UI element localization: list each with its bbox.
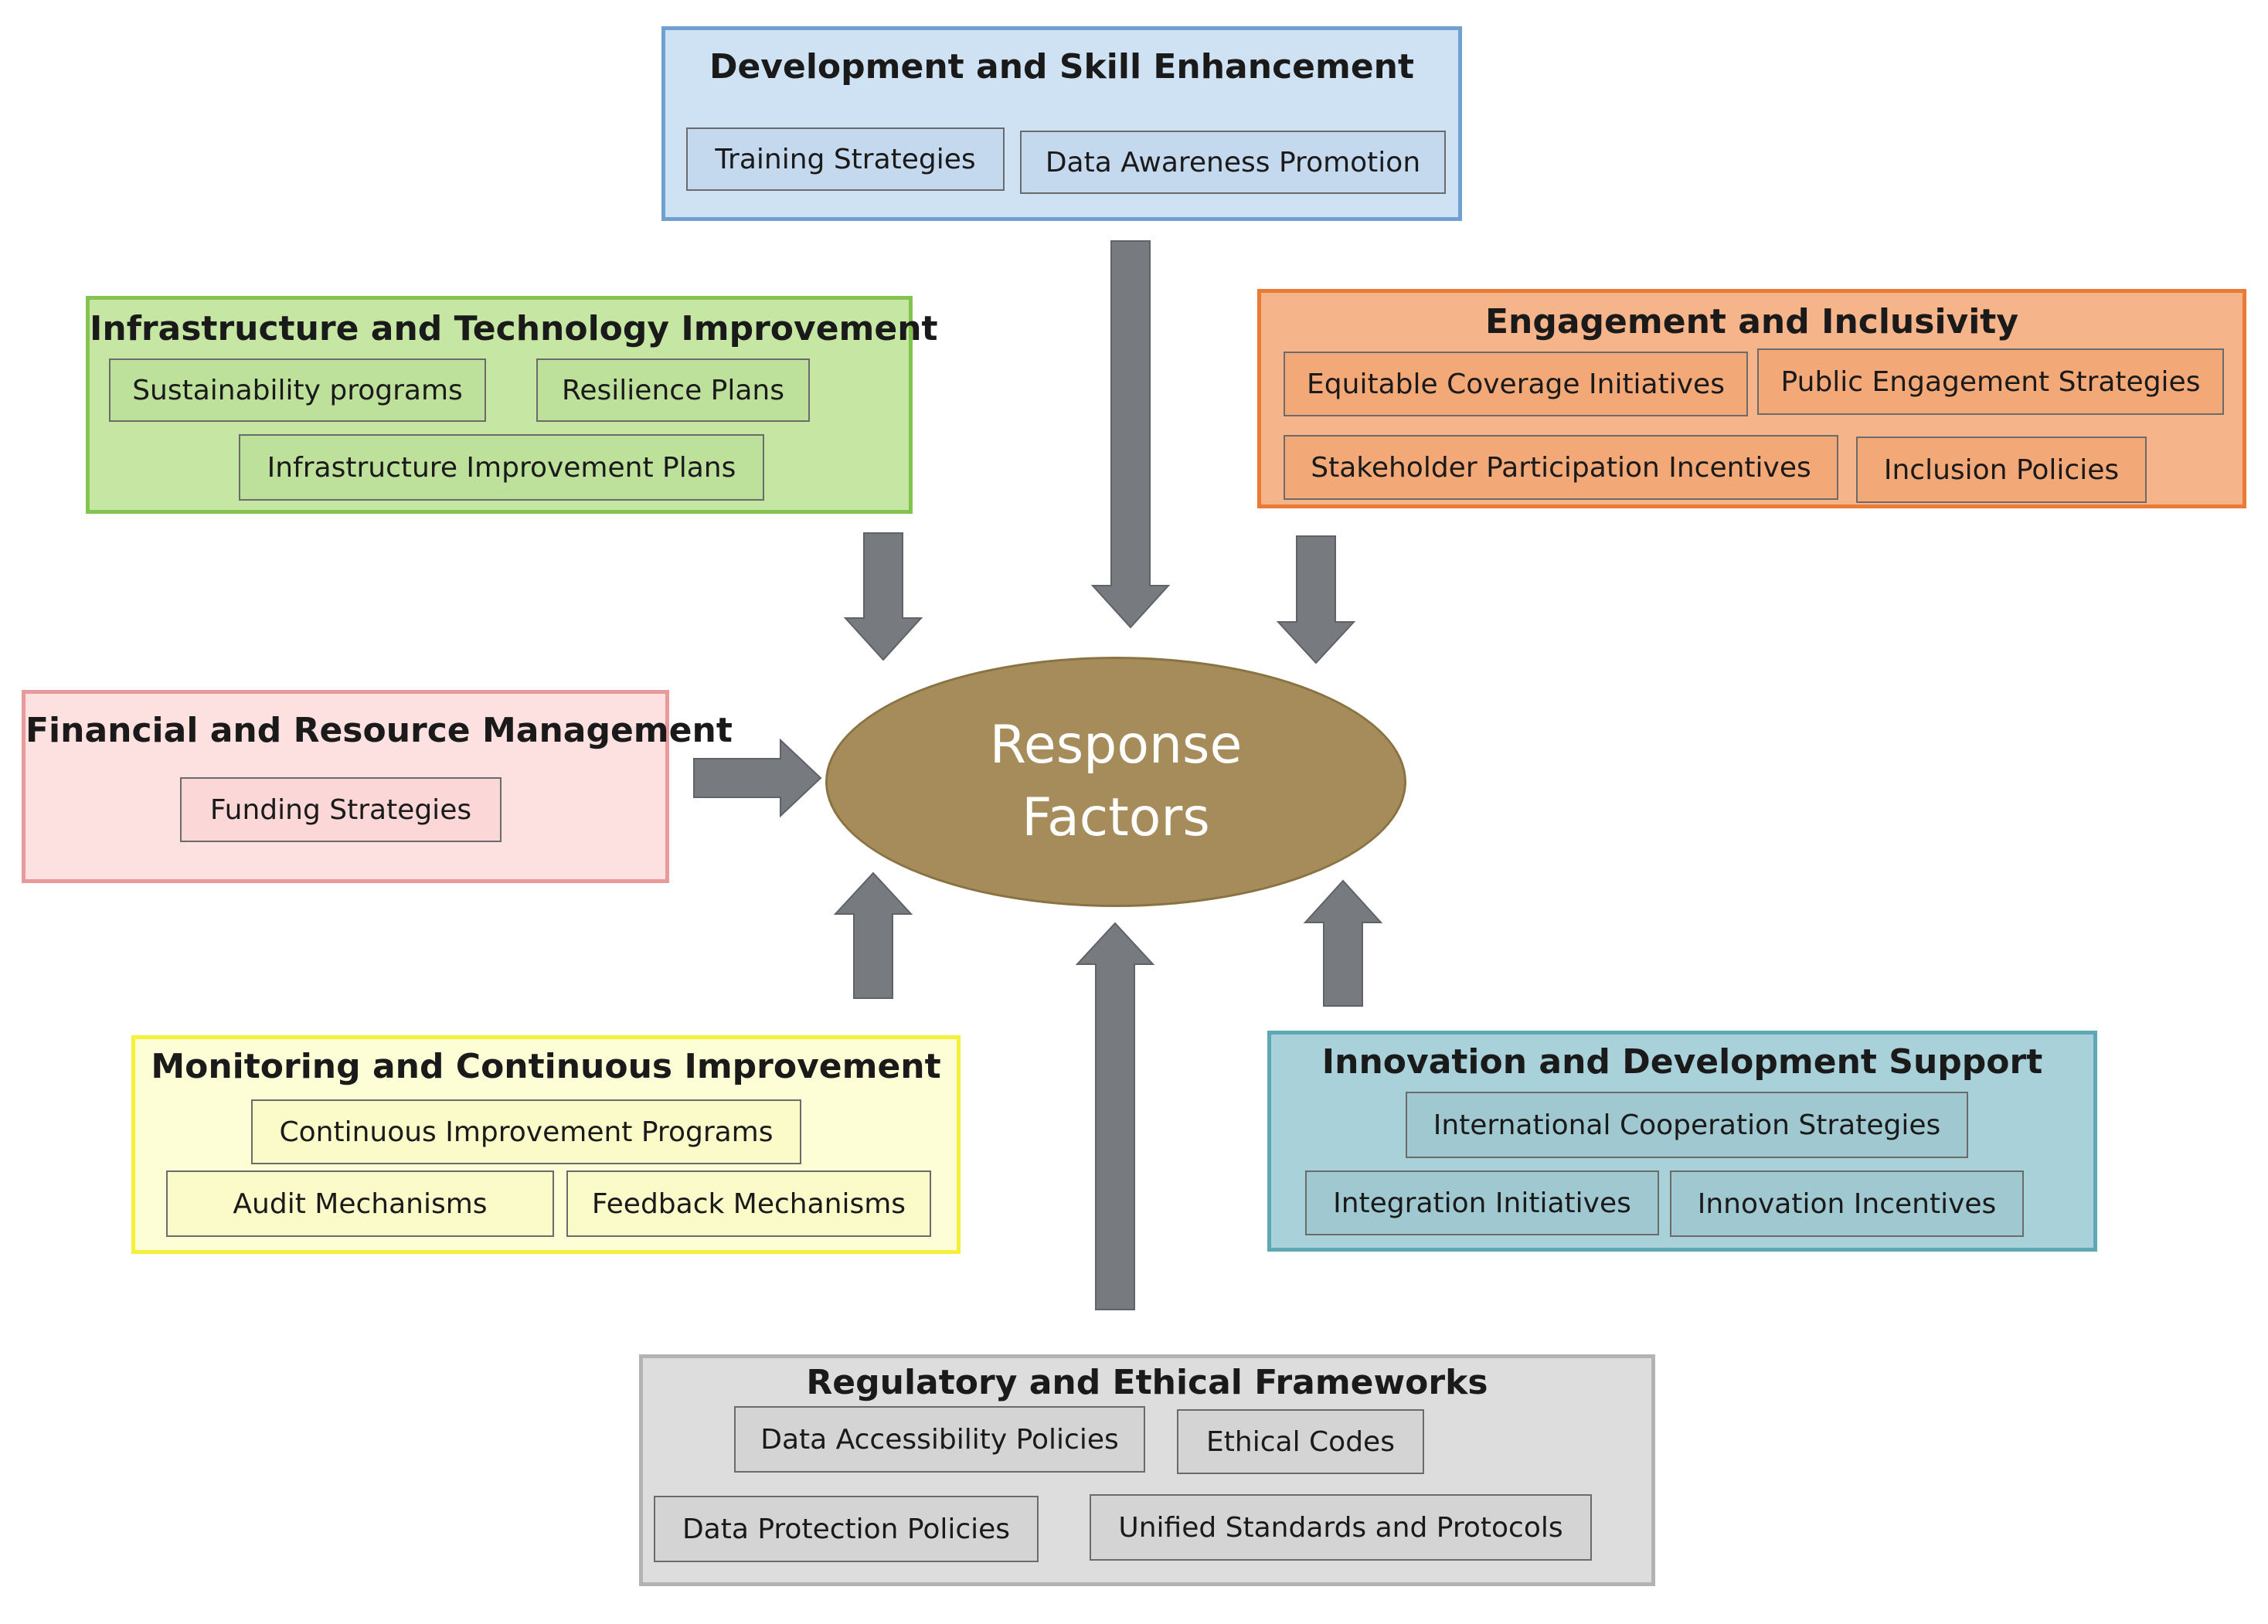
group-title: Engagement and Inclusivity: [1484, 302, 2019, 341]
arrow-from-innovation: [1303, 879, 1383, 1007]
item-sustainability-programs: Sustainability programs: [109, 358, 486, 422]
arrow-from-development: [1090, 240, 1171, 629]
item-integration-initiatives: Integration Initiatives: [1305, 1170, 1659, 1235]
arrow-from-regulatory: [1075, 922, 1155, 1310]
arrow-from-engagement: [1276, 535, 1356, 664]
item-resilience-plans: Resilience Plans: [536, 358, 810, 422]
group-title: Monitoring and Continuous Improvement: [151, 1047, 941, 1086]
response-factors-node: Response Factors: [825, 657, 1406, 907]
item-international-cooperation-strategies: International Cooperation Strategies: [1406, 1092, 1968, 1158]
group-title: Infrastructure and Technology Improvemen…: [90, 309, 938, 348]
group-infrastructure-technology: Infrastructure and Technology Improvemen…: [86, 296, 938, 514]
group-title: Financial and Resource Management: [26, 711, 733, 750]
item-data-accessibility-policies: Data Accessibility Policies: [734, 1406, 1145, 1473]
item-infrastructure-improvement-plans: Infrastructure Improvement Plans: [239, 434, 764, 501]
item-feedback-mechanisms: Feedback Mechanisms: [566, 1170, 931, 1237]
item-training-strategies: Training Strategies: [686, 127, 1005, 191]
item-innovation-incentives: Innovation Incentives: [1670, 1170, 2024, 1237]
item-data-protection-policies: Data Protection Policies: [654, 1496, 1039, 1562]
item-equitable-coverage-initiatives: Equitable Coverage Initiatives: [1284, 352, 1748, 416]
group-financial-resource-management: Financial and Resource Management Fundin…: [22, 690, 733, 883]
item-unified-standards-protocols: Unified Standards and Protocols: [1090, 1494, 1592, 1561]
item-stakeholder-participation-incentives: Stakeholder Participation Incentives: [1284, 435, 1838, 500]
item-audit-mechanisms: Audit Mechanisms: [166, 1170, 554, 1237]
item-continuous-improvement-programs: Continuous Improvement Programs: [251, 1099, 801, 1164]
group-monitoring-continuous-improvement: Monitoring and Continuous Improvement Co…: [131, 1035, 961, 1254]
group-title: Regulatory and Ethical Frameworks: [806, 1363, 1488, 1402]
item-ethical-codes: Ethical Codes: [1177, 1409, 1424, 1474]
group-title: Development and Skill Enhancement: [709, 47, 1415, 87]
group-engagement-inclusivity: Engagement and Inclusivity Equitable Cov…: [1257, 289, 2246, 508]
item-public-engagement-strategies: Public Engagement Strategies: [1757, 348, 2224, 415]
group-development-skill-enhancement: Development and Skill Enhancement Traini…: [661, 26, 1462, 221]
item-funding-strategies: Funding Strategies: [180, 777, 502, 842]
group-regulatory-ethical-frameworks: Regulatory and Ethical Frameworks Data A…: [639, 1354, 1655, 1586]
arrow-from-financial: [693, 738, 822, 818]
arrow-from-infrastructure: [843, 532, 923, 661]
group-innovation-development-support: Innovation and Development Support Inter…: [1267, 1031, 2097, 1252]
item-data-awareness-promotion: Data Awareness Promotion: [1020, 131, 1446, 194]
group-title: Innovation and Development Support: [1321, 1042, 2043, 1082]
center-label-line2: Factors: [1022, 787, 1210, 848]
arrow-from-monitoring: [833, 871, 913, 999]
item-inclusion-policies: Inclusion Policies: [1856, 437, 2147, 503]
center-label-line1: Response: [989, 715, 1243, 776]
